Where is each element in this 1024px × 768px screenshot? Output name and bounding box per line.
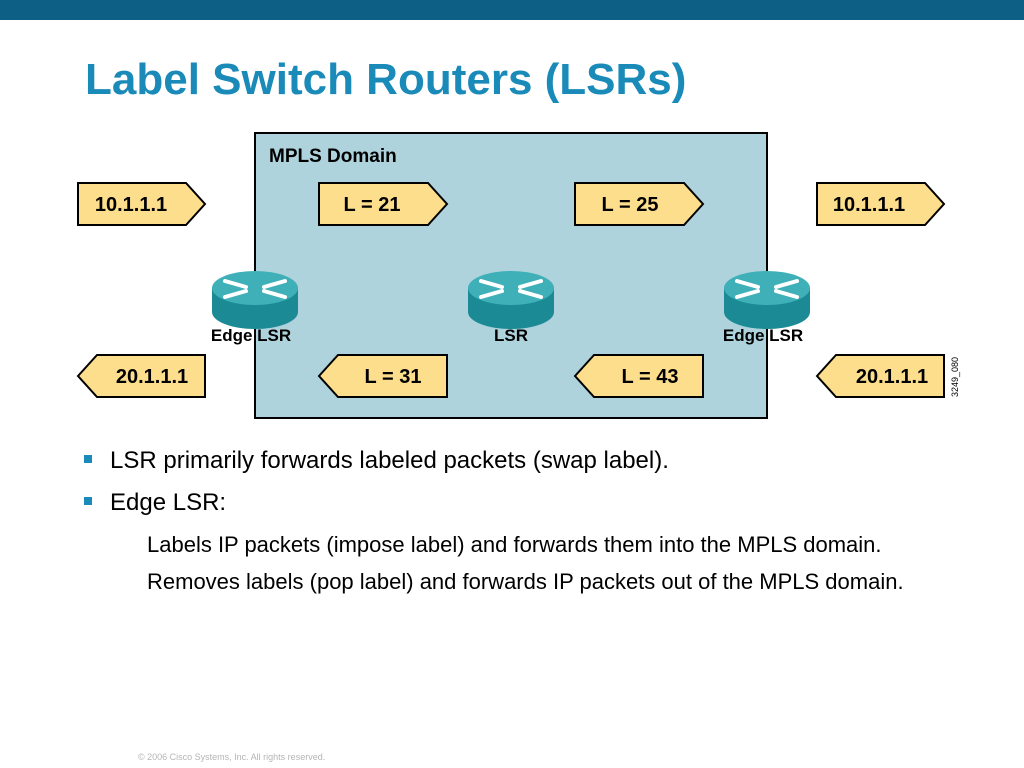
packet-10-1-1-1-in: 10.1.1.1 xyxy=(77,182,207,226)
packet-label: 20.1.1.1 xyxy=(116,366,188,388)
mpls-diagram: MPLS Domain 10.1.1.1 L = 21 L = 25 10.1.… xyxy=(76,132,960,419)
figure-id: 3249_080 xyxy=(950,357,960,397)
top-banner xyxy=(0,0,1024,20)
square-bullet-icon xyxy=(84,455,92,463)
packet-10-1-1-1-out: 10.1.1.1 xyxy=(816,182,946,226)
sub-bullet-text: Labels IP packets (impose label) and for… xyxy=(147,532,882,557)
packet-label-25: L = 25 xyxy=(574,182,705,226)
packet-20-1-1-1-in: 20.1.1.1 xyxy=(815,354,945,398)
mpls-domain-label: MPLS Domain xyxy=(269,146,397,167)
bullet-text: Edge LSR: xyxy=(110,489,227,516)
packet-label-43: L = 43 xyxy=(573,354,704,398)
bullet-item: Edge LSR: xyxy=(84,488,964,518)
lsr-center: LSR xyxy=(468,271,554,345)
router-label: Edge LSR xyxy=(723,326,803,345)
packet-label-31: L = 31 xyxy=(317,354,448,398)
bullet-text: LSR primarily forwards labeled packets (… xyxy=(110,447,669,474)
router-label: Edge LSR xyxy=(211,326,291,345)
router-icon xyxy=(212,271,298,329)
packet-label: 10.1.1.1 xyxy=(95,194,167,216)
bullet-list: LSR primarily forwards labeled packets (… xyxy=(84,446,964,604)
router-label: LSR xyxy=(494,326,528,345)
router-icon xyxy=(468,271,554,329)
packet-label: 10.1.1.1 xyxy=(833,194,905,216)
packet-label: L = 21 xyxy=(344,194,401,216)
packet-label-21: L = 21 xyxy=(318,182,449,226)
packet-label: L = 25 xyxy=(602,194,659,216)
packet-20-1-1-1-out: 20.1.1.1 xyxy=(76,354,206,398)
slide-title: Label Switch Routers (LSRs) xyxy=(85,55,687,104)
copyright-footer: © 2006 Cisco Systems, Inc. All rights re… xyxy=(138,752,326,762)
bullet-item: LSR primarily forwards labeled packets (… xyxy=(84,446,964,476)
packet-label: L = 31 xyxy=(365,366,422,388)
square-bullet-icon xyxy=(84,497,92,505)
sub-bullet-text: Removes labels (pop label) and forwards … xyxy=(147,569,904,594)
edge-lsr-left: Edge LSR xyxy=(211,271,298,345)
edge-lsr-right: Edge LSR xyxy=(723,271,810,345)
router-icon xyxy=(724,271,810,329)
packet-label: 20.1.1.1 xyxy=(856,366,928,388)
packet-label: L = 43 xyxy=(622,366,679,388)
